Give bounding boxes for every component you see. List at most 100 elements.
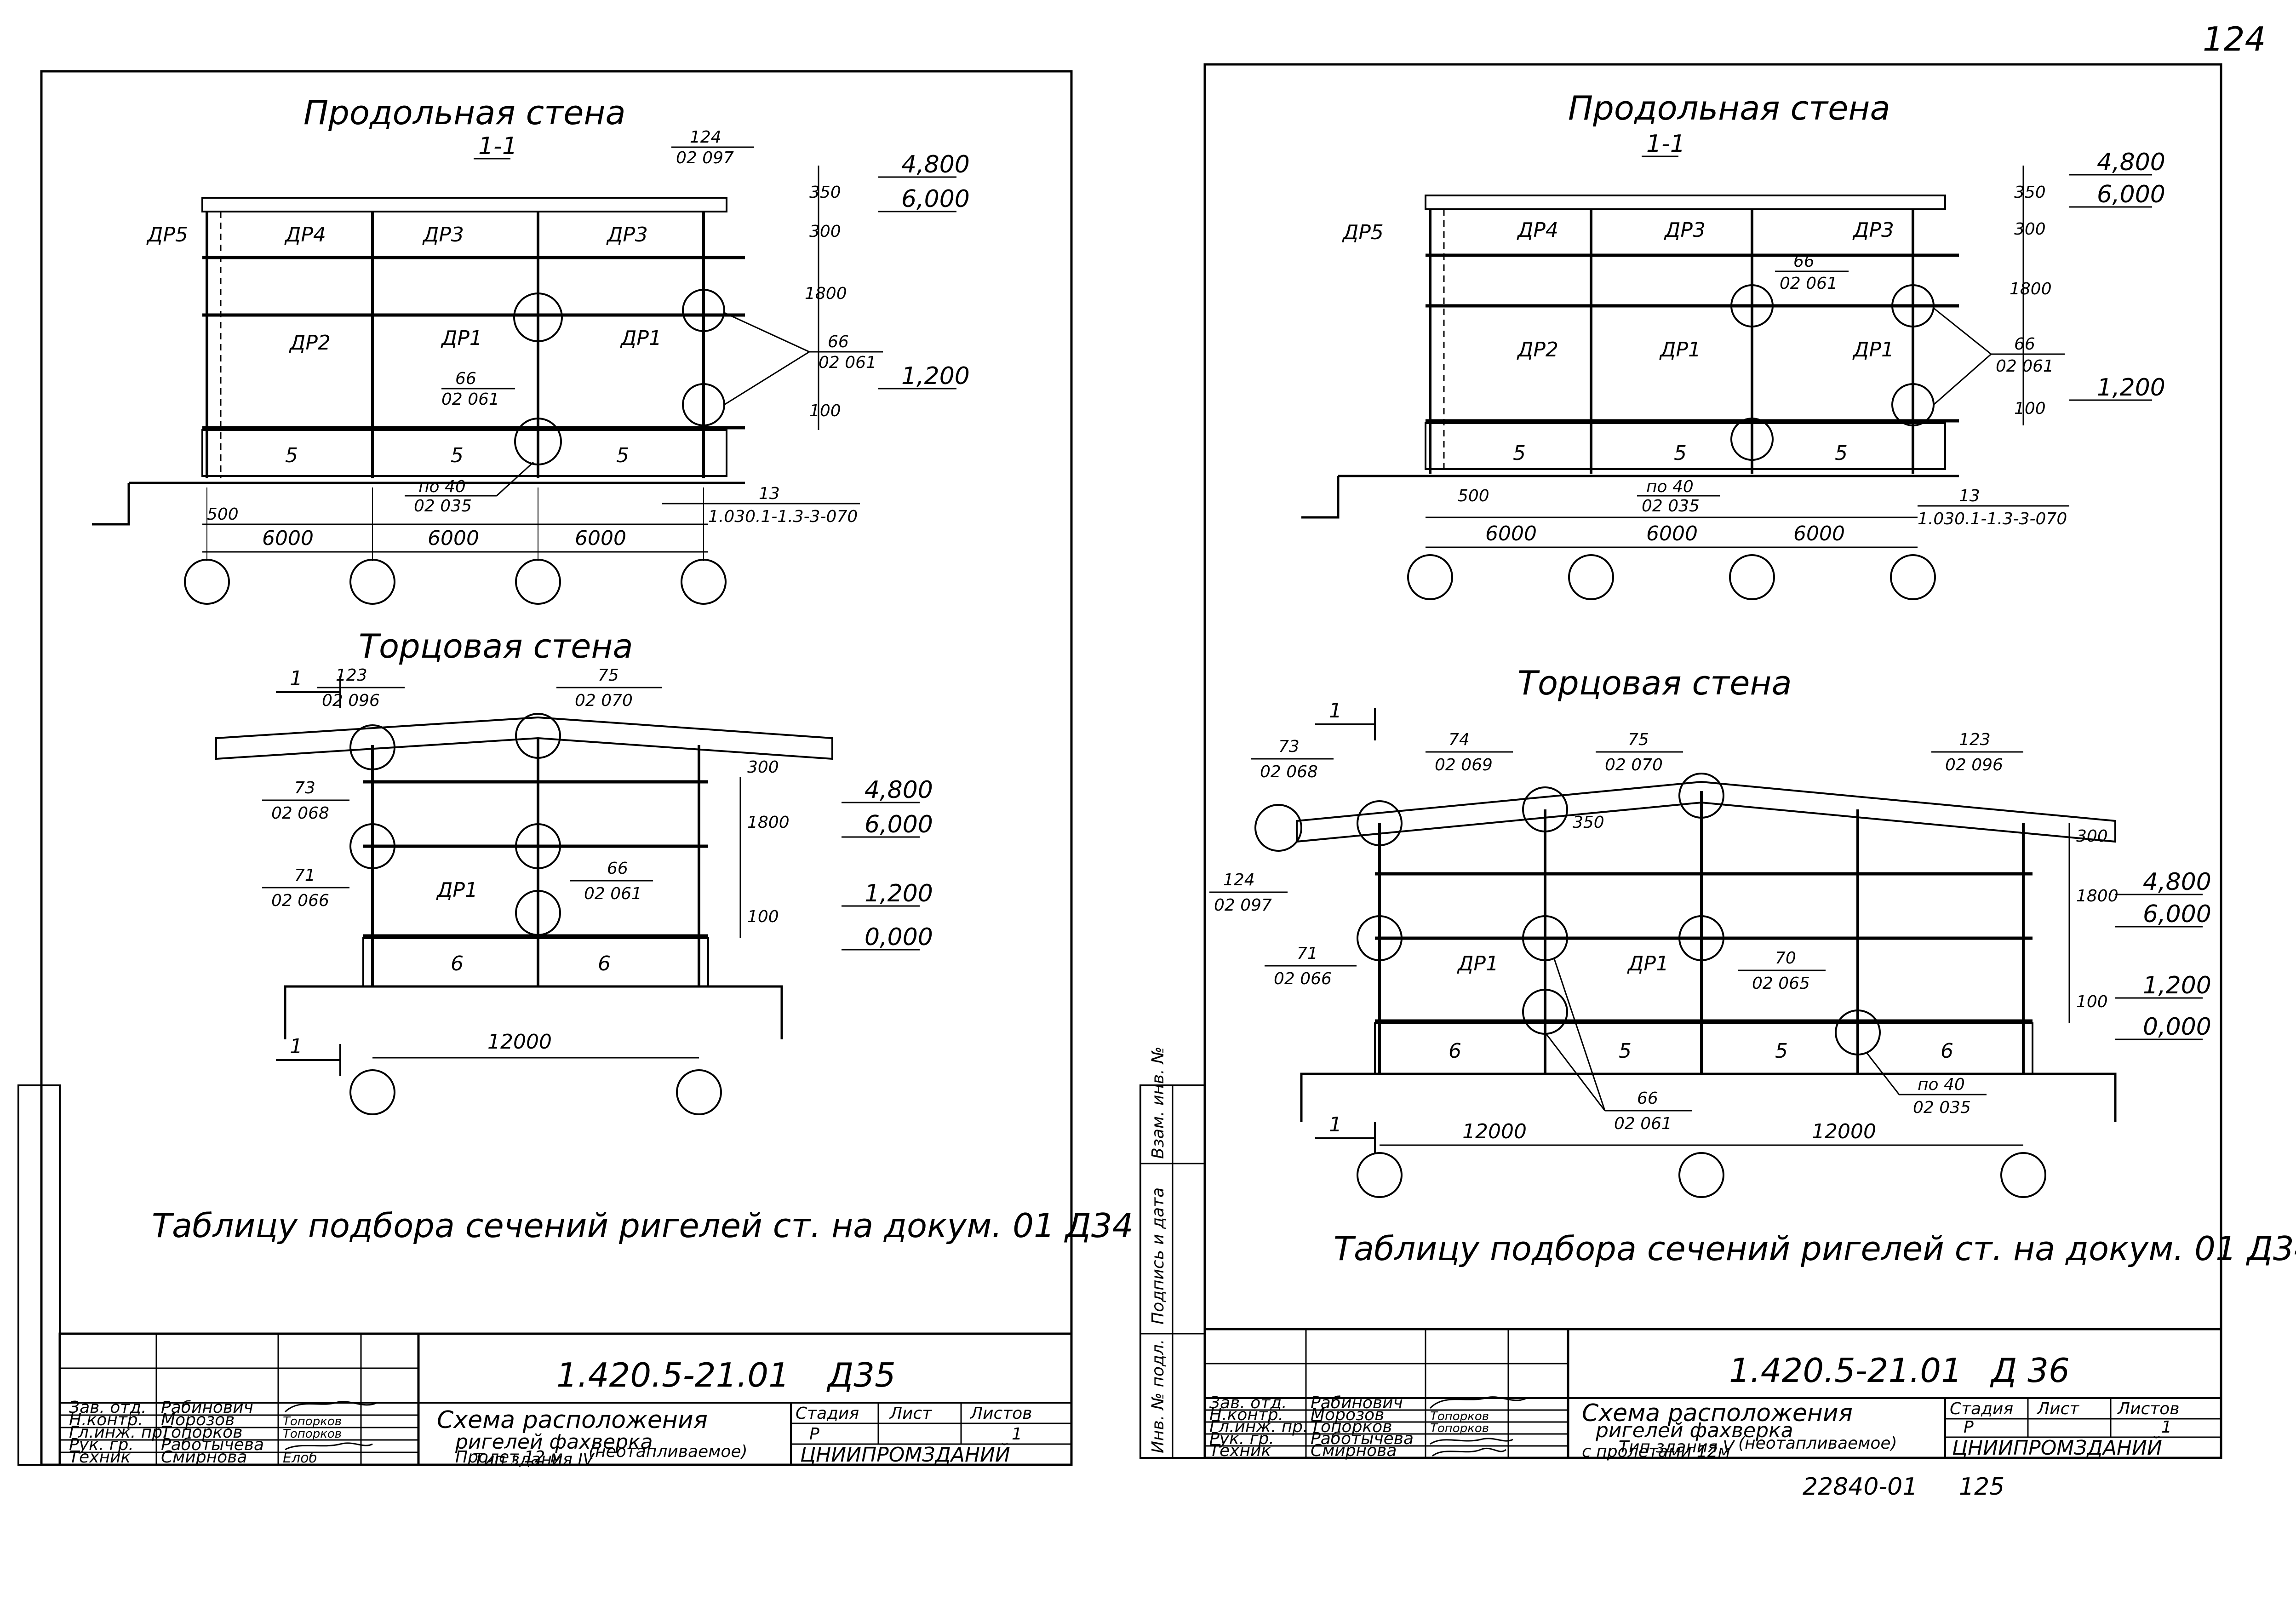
right-end-c71-code: 02 066	[1274, 969, 1332, 988]
right-long-base-panel	[1425, 422, 1946, 470]
left-stamp-doc: Д35	[826, 1356, 896, 1394]
right-end-base	[1374, 1022, 2033, 1075]
left-long-dr1a: ДР1	[441, 327, 482, 350]
left-long-elev-top1: 4,800	[901, 151, 970, 178]
right-end-elev-top1: 4,800	[2143, 868, 2211, 896]
right-end-c40-num: по 40	[1918, 1075, 1965, 1094]
left-end-c66-code: 02 061	[584, 884, 642, 903]
left-end-elev-base: 0,000	[865, 923, 933, 951]
left-end-c71-num: 71	[294, 866, 315, 885]
right-end-elev-mid: 1,200	[2143, 972, 2211, 999]
left-long-dr4: ДР4	[284, 223, 326, 247]
left-long-c13-code: 1.030.1-1.3-3-070	[708, 507, 858, 526]
right-stamp-name: Рабинович	[1311, 1393, 1403, 1412]
right-stamp-stage: Р	[1964, 1418, 1974, 1437]
left-end-c66-num: 66	[607, 859, 628, 878]
right-long-d500: 500	[1458, 487, 1489, 505]
right-end-elev-top2: 6,000	[2143, 900, 2211, 928]
right-long-c66-num: 66	[2014, 335, 2035, 354]
callout-leader	[724, 351, 810, 406]
left-long-dr3a: ДР3	[422, 223, 464, 247]
left-stamp-title: Пролет 12 м	[455, 1448, 563, 1467]
right-end-node-circle	[1522, 786, 1568, 832]
left-long-node-circle	[514, 418, 562, 465]
right-long-dr1a: ДР1	[1659, 338, 1701, 361]
right-end-node-circle	[1357, 800, 1403, 846]
right-long-axis-bubble	[1568, 554, 1614, 600]
left-long-elev-mid: 1,200	[901, 362, 970, 390]
left-long-axis-bubble	[515, 559, 561, 605]
left-end-axis-bubble	[676, 1069, 722, 1115]
right-long-c66b-num: 66	[1793, 252, 1815, 271]
right-end-panel: 6	[1449, 1039, 1461, 1063]
left-long-title: Продольная стена	[303, 93, 626, 132]
left-end-c75-num: 75	[598, 666, 619, 685]
right-end-c124-num: 124	[1223, 871, 1255, 889]
page-number: 124	[2203, 20, 2266, 58]
footer-code: 22840-01	[1803, 1473, 1918, 1501]
right-end-wall: Торцовая стена 1 73 02 0	[1209, 664, 2211, 1198]
left-long-base-panel	[201, 429, 727, 477]
right-long-c40-num: по 40	[1646, 477, 1694, 496]
left-end-wall: Торцовая стена 1 123 02 096 75 02 070	[215, 627, 933, 1115]
right-end-rigel-b: ДР1	[1627, 952, 1669, 975]
left-end-c73-num: 73	[294, 779, 315, 797]
right-long-d1800: 1800	[2010, 280, 2052, 298]
right-stamp-role: Техник	[1209, 1441, 1271, 1460]
right-long-bay-dim: 6000	[1646, 522, 1698, 545]
right-side-label: Инв. № подл.	[1149, 1339, 1168, 1453]
left-title-block: 1.420.5-21.01 Д35 Схема расположения риг…	[58, 1332, 1073, 1469]
left-stamp-sign: Топорков	[283, 1427, 342, 1441]
right-end-node-circle	[1522, 989, 1568, 1035]
right-long-bay-dim: 6000	[1485, 522, 1537, 545]
right-stamp-org: ЦНИИПРОМЗДАНИЙ	[1952, 1435, 2162, 1460]
right-stamp-sign: Топорков	[1430, 1410, 1489, 1423]
left-end-c71-code: 02 066	[271, 891, 329, 910]
left-long-elev-top2: 6,000	[901, 185, 970, 213]
right-stamp-name: Смирнова	[1311, 1441, 1397, 1460]
left-end-node-circle	[349, 724, 395, 770]
right-long-dr3a: ДР3	[1664, 218, 1706, 242]
left-stamp-name: Топорков	[161, 1423, 242, 1442]
right-end-node-circle	[1678, 773, 1724, 819]
right-long-axis-bubble	[1890, 554, 1936, 600]
left-stamp-name: Рабинович	[161, 1398, 253, 1417]
right-end-d300: 300	[2076, 827, 2108, 846]
left-long-dr1b: ДР1	[620, 327, 662, 350]
left-stamp-title: (неотапливаемое)	[589, 1442, 748, 1461]
callout-leader	[496, 461, 534, 497]
left-stamp-title: Тип здания IV	[474, 1450, 595, 1469]
left-long-section: 1-1	[478, 132, 517, 160]
right-long-c13-num: 13	[1959, 487, 1980, 505]
left-stamp-stage-h: Стадия	[796, 1404, 859, 1423]
left-stamp-sheets: 1	[1012, 1425, 1022, 1444]
right-long-axis-bubble	[1729, 554, 1775, 600]
right-long-bay-dim: 6000	[1793, 522, 1845, 545]
left-long-c124-code: 02 097	[676, 149, 734, 167]
right-end-axis-bubble	[2000, 1152, 2046, 1198]
right-stamp-title: с пролетами 12м	[1582, 1442, 1730, 1461]
right-stamp-title: ригелей фахверка	[1595, 1419, 1793, 1442]
left-long-step	[92, 483, 130, 526]
right-long-elev-top1: 4,800	[2097, 149, 2165, 176]
right-end-c74-num: 74	[1449, 730, 1470, 749]
right-title-block: 1.420.5-21.01 Д 36 Схема расположения ри…	[1203, 1328, 2222, 1461]
right-long-c40-code: 02 035	[1642, 497, 1700, 516]
right-end-c66-code: 02 061	[1614, 1114, 1672, 1133]
right-end-c66-num: 66	[1637, 1089, 1658, 1108]
left-long-dr3b: ДР3	[606, 223, 648, 247]
left-stamp-role: Гл.инж. пр.	[69, 1423, 168, 1442]
left-stamp-sign: Топорков	[283, 1415, 342, 1428]
right-sheet: Инв. № подл. Подпись и дата Взам. инв. №…	[1139, 63, 2296, 1501]
left-end-d100: 100	[747, 907, 779, 926]
right-stamp-title: (неотапливаемое)	[1738, 1434, 1897, 1453]
left-long-c66-code: 02 061	[819, 353, 876, 372]
callout-leader	[1933, 307, 1992, 355]
right-long-dr4: ДР4	[1517, 218, 1558, 242]
left-long-c13-num: 13	[759, 484, 780, 503]
right-end-node-circle	[1835, 1009, 1881, 1055]
left-long-c66b-code: 02 061	[441, 390, 499, 409]
left-long-dr2: ДР2	[289, 331, 331, 355]
left-long-c40-num: по 40	[418, 477, 466, 496]
